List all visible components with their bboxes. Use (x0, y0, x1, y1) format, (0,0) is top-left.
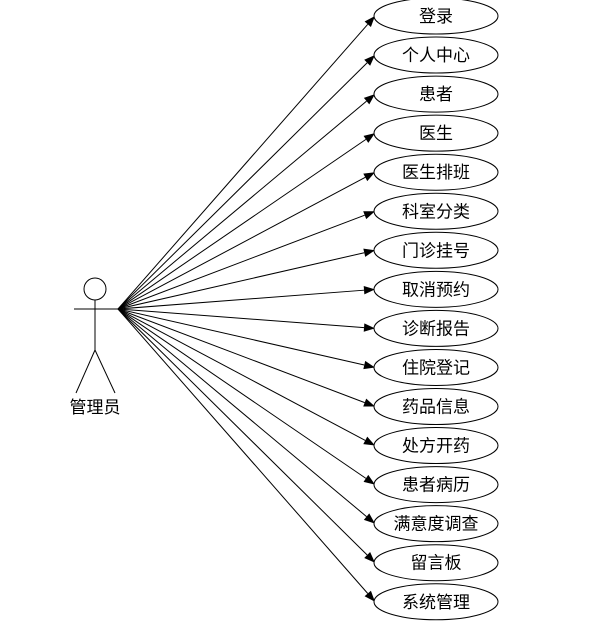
arrow-head (364, 55, 375, 66)
use-case-ellipse (373, 0, 499, 35)
use-case: 登录 (373, 0, 499, 35)
use-case-ellipse (373, 309, 499, 347)
arrow-head (364, 16, 375, 28)
association-line (117, 138, 367, 310)
arrow-head (364, 551, 375, 563)
use-case: 系统管理 (373, 583, 499, 621)
actor-admin: 管理员 (70, 277, 121, 418)
use-case: 留言板 (373, 544, 499, 582)
use-case-ellipse (373, 114, 499, 152)
use-case-ellipse (373, 75, 499, 113)
use-case-label: 科室分类 (402, 202, 470, 222)
association-line (117, 252, 365, 310)
use-case-ellipse (373, 427, 499, 465)
arrow-head (363, 248, 375, 257)
arrow-head (364, 590, 375, 602)
use-case: 医生 (373, 114, 499, 152)
use-case-label: 患者病历 (402, 476, 470, 496)
use-case: 诊断报告 (373, 309, 499, 347)
use-case-label: 医生排班 (402, 163, 470, 183)
use-case-label: 住院登记 (402, 358, 470, 378)
use-case: 门诊挂号 (373, 231, 499, 269)
arrow-head (363, 474, 375, 485)
association-line (117, 308, 369, 594)
use-case-ellipse (373, 231, 499, 269)
use-case: 处方开药 (373, 427, 499, 465)
association-line (117, 308, 365, 366)
use-case: 医生排班 (373, 153, 499, 191)
use-case-ellipse (373, 270, 499, 308)
use-case-label: 个人中心 (402, 46, 470, 66)
use-case: 患者病历 (373, 466, 499, 504)
arrow-head (363, 436, 375, 446)
association-line (117, 308, 368, 556)
arrow-head (363, 398, 375, 407)
use-case-label: 诊断报告 (402, 319, 470, 339)
use-case: 住院登记 (373, 348, 499, 386)
use-case: 科室分类 (373, 192, 499, 230)
arrow-head (363, 211, 375, 220)
association-line (117, 308, 365, 329)
use-case-label: 门诊挂号 (402, 241, 470, 261)
association-line (117, 62, 368, 310)
actor-label: 管理员 (70, 398, 121, 418)
association-line (117, 100, 367, 310)
arrow-head (363, 323, 375, 332)
association-lines (117, 16, 375, 602)
arrow-head (363, 172, 375, 182)
arrow-head (363, 94, 375, 105)
use-case-label: 系统管理 (402, 593, 470, 613)
use-case-ellipse (373, 544, 499, 582)
arrow-head (363, 513, 375, 524)
use-case-label: 登录 (419, 7, 453, 27)
association-line (117, 308, 365, 404)
use-case-label: 医生 (419, 124, 453, 144)
use-case-ellipse (373, 36, 499, 74)
arrow-head (363, 286, 375, 295)
use-case-label: 留言板 (411, 554, 462, 574)
arrow-head (363, 133, 375, 143)
actor-head (83, 277, 107, 301)
use-case-label: 药品信息 (402, 398, 470, 418)
association-line (117, 23, 369, 310)
association-line (117, 308, 367, 479)
actor-left-leg (75, 349, 96, 394)
arrow-head (363, 360, 375, 370)
use-case-label: 满意度调查 (394, 515, 479, 535)
use-case-ellipse (373, 153, 499, 191)
use-case-label: 处方开药 (402, 437, 470, 457)
actor-right-leg (94, 349, 116, 394)
use-cases: 登录个人中心患者医生医生排班科室分类门诊挂号取消预约诊断报告住院登记药品信息处方… (373, 0, 499, 621)
use-case-ellipse (373, 583, 499, 621)
use-case: 患者 (373, 75, 499, 113)
use-case-label: 取消预约 (402, 280, 470, 300)
use-case-ellipse (373, 505, 499, 543)
use-case: 满意度调查 (373, 505, 499, 543)
use-case-label: 患者 (419, 85, 453, 105)
use-case-ellipse (373, 388, 499, 425)
use-case: 个人中心 (373, 36, 499, 74)
association-line (117, 308, 367, 517)
association-line (117, 214, 365, 310)
use-case-ellipse (373, 192, 499, 230)
association-line (117, 308, 366, 441)
association-line (117, 176, 366, 310)
use-case-ellipse (373, 348, 499, 386)
use-case: 药品信息 (373, 388, 499, 425)
association-line (117, 289, 365, 310)
use-case-ellipse (373, 466, 499, 504)
use-case: 取消预约 (373, 270, 499, 308)
